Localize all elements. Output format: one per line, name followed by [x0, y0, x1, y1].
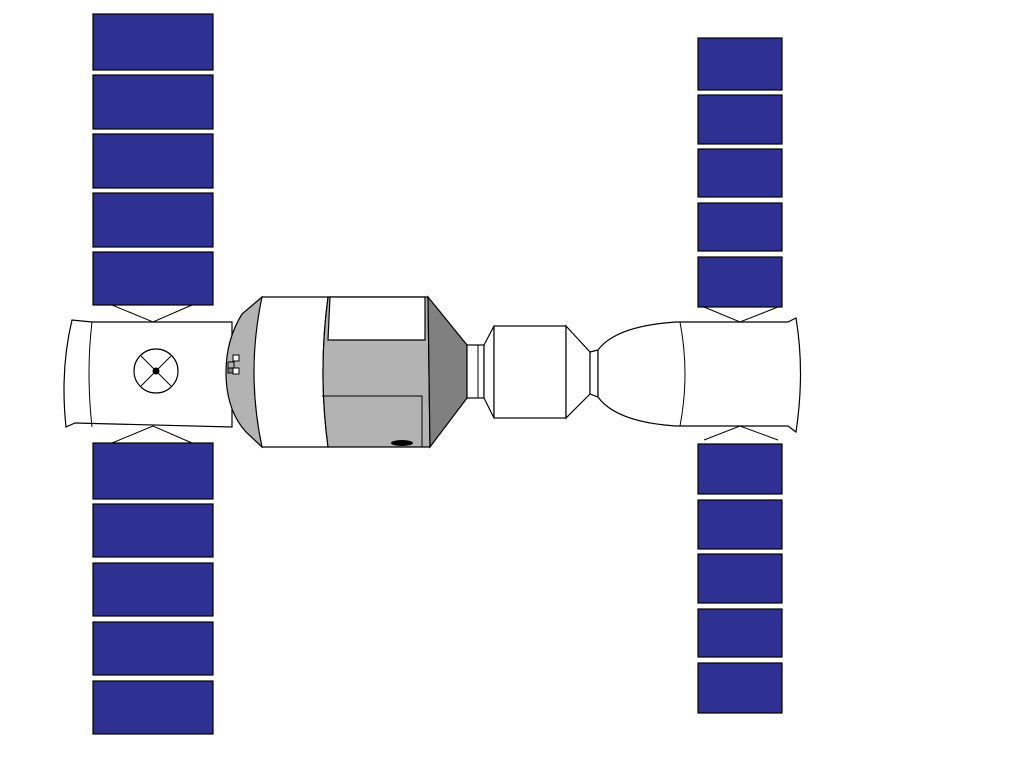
solar-panel-cell	[92, 192, 214, 248]
solar-panel-cell	[92, 621, 214, 676]
central-upper-panel	[327, 296, 426, 341]
right-module-seam	[679, 321, 686, 427]
window-marker-icon	[227, 354, 240, 375]
right-lower-solar-wing	[697, 425, 783, 714]
docking-connector	[483, 324, 591, 420]
solar-panel-cell	[92, 251, 214, 306]
solar-panel-cell	[92, 74, 214, 130]
solar-panel-cell	[697, 443, 783, 495]
docking-target-icon	[133, 348, 179, 394]
left-upper-solar-wing	[92, 13, 214, 323]
solar-panel-cell	[697, 202, 783, 252]
solar-panel-cell	[697, 94, 783, 145]
solar-panel-cell	[697, 553, 783, 604]
left-module	[63, 13, 233, 735]
right-module-neck	[589, 349, 599, 398]
connector-body	[493, 325, 567, 419]
solar-wing-bracket	[111, 304, 193, 323]
solar-panel-cell	[92, 503, 214, 558]
hatch-handle-icon	[391, 440, 413, 446]
solar-panel-cell	[92, 133, 214, 189]
left-lower-solar-wing	[92, 425, 214, 735]
solar-wing-bracket	[111, 425, 193, 444]
central-forward-cone	[225, 295, 263, 449]
docking-adapter	[466, 344, 485, 399]
solar-panel-cell	[92, 680, 214, 735]
solar-wing-bracket	[703, 425, 779, 441]
solar-panel-cell	[697, 662, 783, 714]
solar-panel-cell	[92, 562, 214, 617]
central-aft-cone	[427, 295, 468, 449]
solar-panel-cell	[92, 442, 214, 500]
central-lower-hatch	[322, 395, 423, 447]
left-module-body-seam	[88, 321, 93, 428]
solar-panel-cell	[92, 13, 214, 71]
connector-rear-cone	[565, 324, 591, 420]
solar-wing-bracket	[703, 306, 779, 323]
solar-panel-cell	[697, 148, 783, 198]
solar-panel-cell	[697, 37, 783, 91]
right-module-body	[597, 317, 802, 434]
central-module	[225, 295, 485, 449]
right-upper-solar-wing	[697, 37, 783, 323]
central-ring-section	[253, 296, 329, 448]
solar-panel-cell	[697, 608, 783, 658]
connector-front-flare	[483, 325, 495, 419]
solar-panel-cell	[697, 256, 783, 308]
solar-panel-cell	[697, 499, 783, 550]
right-module	[589, 37, 802, 714]
